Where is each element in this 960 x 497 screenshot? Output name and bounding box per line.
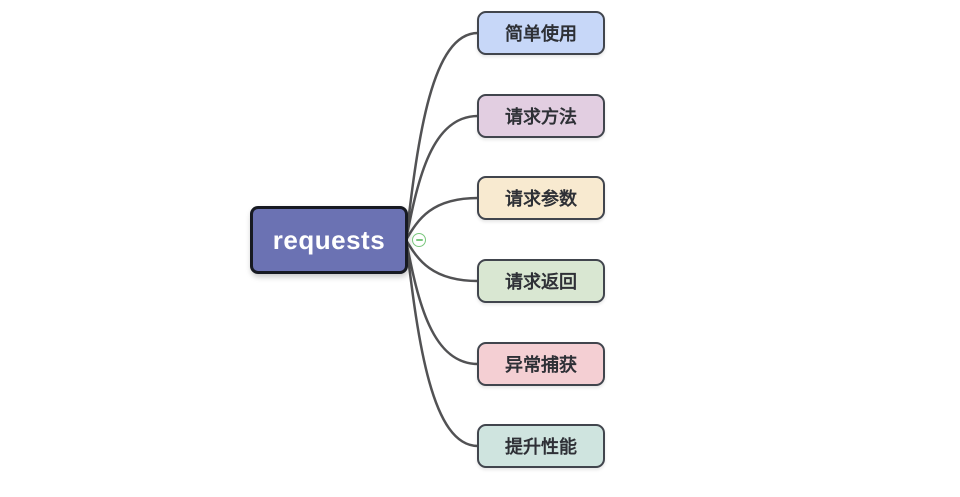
topic-node-label: 异常捕获 bbox=[505, 355, 577, 375]
collapse-button[interactable] bbox=[412, 233, 426, 247]
topic-node-2[interactable]: 请求方法 bbox=[477, 94, 605, 138]
topic-node-4[interactable]: 请求返回 bbox=[477, 259, 605, 303]
root-node-label: requests bbox=[272, 224, 386, 255]
topic-node-label: 简单使用 bbox=[505, 24, 577, 44]
connector-line-5 bbox=[404, 238, 480, 366]
connector-line-2 bbox=[404, 114, 480, 242]
topic-node-label: 请求参数 bbox=[505, 189, 577, 209]
topic-node-5[interactable]: 异常捕获 bbox=[477, 342, 605, 386]
topic-node-label: 请求返回 bbox=[505, 272, 577, 292]
root-node-requests[interactable]: requests bbox=[250, 206, 408, 274]
topic-node-6[interactable]: 提升性能 bbox=[477, 424, 605, 468]
minus-icon bbox=[415, 239, 423, 241]
topic-node-3[interactable]: 请求参数 bbox=[477, 176, 605, 220]
topic-node-label: 提升性能 bbox=[505, 437, 577, 457]
topic-node-label: 请求方法 bbox=[505, 107, 577, 127]
connector-line-1 bbox=[404, 31, 480, 242]
topic-node-1[interactable]: 简单使用 bbox=[477, 11, 605, 55]
connector-line-6 bbox=[404, 238, 480, 448]
